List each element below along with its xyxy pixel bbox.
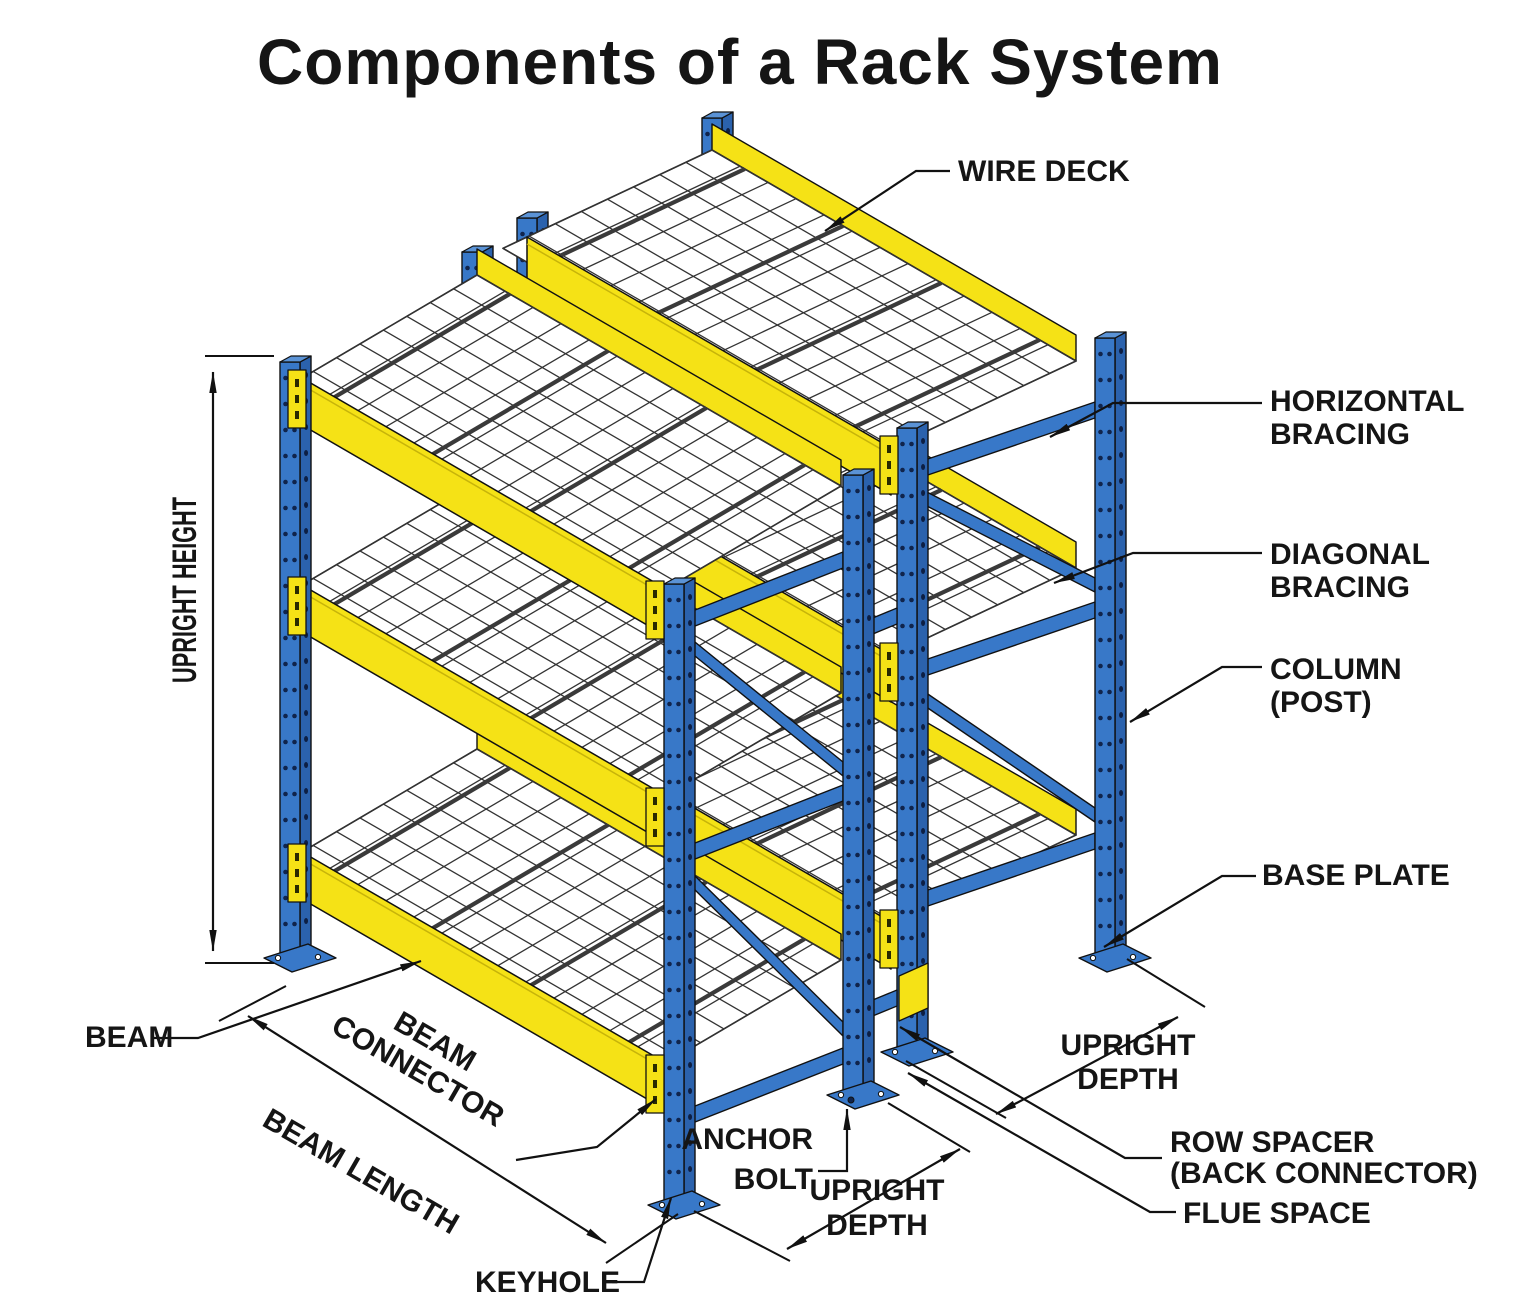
label-upright-depth-back-line1: UPRIGHT	[1061, 1029, 1196, 1062]
label-column-post: COLUMN(POST)	[1270, 653, 1402, 719]
label-row-spacer-line2: (BACK CONNECTOR)	[1170, 1157, 1478, 1190]
upright-depth-front-dimension	[693, 1102, 971, 1262]
anchor-bolt-leader	[818, 1108, 851, 1173]
beam-back-rack-top	[526, 236, 892, 496]
beam-connector-left-bottom	[287, 843, 307, 903]
label-diagonal-bracing-line1: DIAGONAL	[1270, 538, 1430, 571]
label-upright-height: UPRIGHT HEIGHT	[166, 497, 204, 683]
base-plate-rear-right	[1078, 943, 1152, 973]
label-wire-deck-line1: WIRE DECK	[958, 155, 1130, 188]
label-upright-height-line1: UPRIGHT HEIGHT	[166, 497, 204, 683]
label-flue-space-line1: FLUE SPACE	[1183, 1197, 1371, 1230]
label-wire-deck: WIRE DECK	[958, 155, 1130, 188]
label-anchor-bolt-line1: ANCHOR	[681, 1123, 813, 1156]
column-front-left	[279, 355, 312, 959]
base-plate-front-middle	[647, 1190, 721, 1220]
flue-space-leader	[907, 1072, 1176, 1214]
column-front-rack-rear-right	[842, 468, 875, 1096]
label-beam-length: BEAM LENGTH	[257, 1102, 464, 1241]
rack-structure	[263, 111, 1152, 1220]
base-plate-leader	[1103, 874, 1256, 948]
beam-connector-back-middle	[879, 642, 899, 702]
base-plate-back-rack-front-right	[880, 1037, 954, 1067]
beam-connector-left-middle	[287, 576, 307, 636]
diagonal-bracing-leader	[1053, 551, 1262, 585]
back-rack-beam-in-flue	[898, 962, 929, 1022]
column-post-rear-right	[1094, 331, 1127, 959]
upright-depth-back-dimension	[905, 958, 1206, 1119]
label-diagonal-bracing-line2: BRACING	[1270, 571, 1410, 604]
beam-leader	[152, 959, 422, 1040]
label-flue-space: FLUE SPACE	[1183, 1197, 1371, 1230]
wire-deck-back-rack-top	[502, 149, 1077, 461]
page-title: Components of a Rack System	[257, 26, 1223, 98]
column-post-leader	[1129, 665, 1262, 723]
wire-deck-leader	[824, 169, 950, 232]
label-keyhole: KEYHOLE	[475, 1266, 620, 1299]
label-beam-line1: BEAM	[85, 1021, 173, 1054]
label-column-post-line2: (POST)	[1270, 686, 1372, 719]
label-row-spacer: ROW SPACER(BACK CONNECTOR)	[1170, 1126, 1478, 1190]
base-plate-front-left	[263, 943, 337, 973]
row-spacer-leader	[899, 1026, 1162, 1160]
base-plate-front-rack-rear-right	[826, 1080, 900, 1110]
beam-connector-back-bottom	[879, 909, 899, 969]
label-keyhole-line1: KEYHOLE	[475, 1266, 620, 1299]
beam-length-dimension	[218, 985, 679, 1264]
label-base-plate-line1: BASE PLATE	[1262, 859, 1450, 892]
beam-connector-back-top	[879, 435, 899, 495]
label-base-plate: BASE PLATE	[1262, 859, 1450, 892]
label-anchor-bolt: ANCHOR BOLT	[681, 1123, 813, 1196]
label-upright-depth-back-line2: DEPTH	[1077, 1063, 1179, 1096]
label-horizontal-bracing-line2: BRACING	[1270, 418, 1410, 451]
column-front-middle	[663, 577, 696, 1206]
label-row-spacer-line1: ROW SPACER	[1170, 1126, 1375, 1159]
horizontal-brace-mid-bottom	[689, 1047, 844, 1125]
label-upright-depth-front-line1: UPRIGHT	[810, 1174, 945, 1207]
label-upright-depth-front-line2: DEPTH	[826, 1209, 928, 1242]
label-column-post-line1: COLUMN	[1270, 653, 1402, 686]
keyhole-leader	[612, 1197, 673, 1284]
beam-connector-front-middle	[645, 787, 665, 847]
horizontal-bracing-leader	[1049, 401, 1262, 438]
beam-connector-left-top	[287, 369, 307, 429]
label-horizontal-bracing-line1: HORIZONTAL	[1270, 385, 1464, 418]
label-beam: BEAM	[85, 1021, 173, 1054]
column-back-rack-front-right	[896, 421, 929, 1053]
label-beam-length-line1: BEAM LENGTH	[257, 1102, 464, 1241]
label-anchor-bolt-line2: BOLT	[734, 1163, 813, 1196]
beam-connector-front-top	[645, 580, 665, 640]
beam-connector-leader	[515, 1098, 657, 1162]
upright-height-dimension	[205, 355, 274, 964]
wire-deck-front-rack-top	[288, 274, 842, 598]
